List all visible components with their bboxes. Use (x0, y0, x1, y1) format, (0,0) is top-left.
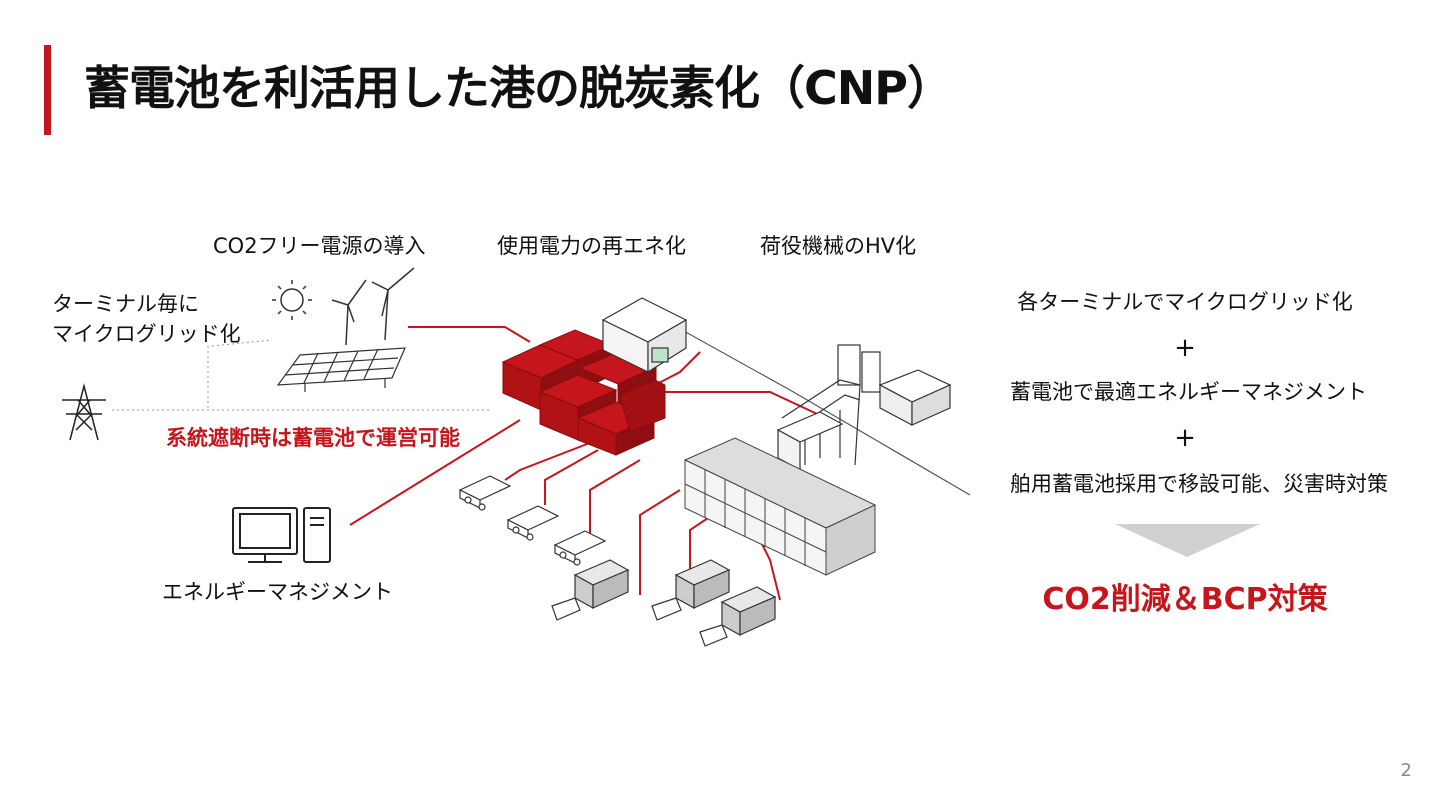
summary-result: CO2削減＆BCP対策 (1042, 582, 1328, 617)
grid-boundary-lines (112, 339, 490, 411)
label-hv-cargo: 荷役機械のHV化 (760, 234, 917, 258)
container-stack-icon (683, 437, 877, 576)
label-microgrid-line2: マイクログリッド化 (52, 322, 241, 346)
summary-item-marine-battery: 舶用蓄電池採用で移設可能、災害時対策 (1010, 472, 1388, 496)
summary-plus-2: + (1174, 423, 1196, 453)
title-accent-bar (44, 45, 51, 135)
page-number: 2 (1400, 760, 1412, 781)
solar-panel-icon (276, 347, 406, 392)
summary-item-energy-management: 蓄電池で最適エネルギーマネジメント (1010, 380, 1367, 404)
summary-item-microgrid: 各ターミナルでマイクログリッド化 (1017, 290, 1353, 314)
power-tower-icon (62, 383, 106, 441)
warehouse-icon (601, 297, 688, 374)
quay-lines (681, 329, 971, 496)
down-arrow-icon (1115, 524, 1260, 557)
label-co2-free-power: CO2フリー電源の導入 (213, 234, 426, 258)
truck-icon (458, 475, 777, 647)
wind-turbine-icon (331, 267, 415, 346)
label-microgrid-line1: ターミナル毎に (52, 292, 199, 316)
battery-container-icon (501, 329, 666, 456)
label-grid-cut: 系統遮断時は蓄電池で運営可能 (166, 426, 460, 450)
label-energy-management: エネルギーマネジメント (162, 580, 393, 604)
summary-plus-1: + (1174, 333, 1196, 363)
label-renewable: 使用電力の再エネ化 (497, 234, 686, 258)
computer-icon (232, 507, 331, 563)
sun-icon (272, 280, 312, 320)
crane-icon (776, 344, 952, 472)
page-title: 蓄電池を利活用した港の脱炭素化（CNP） (84, 61, 953, 115)
